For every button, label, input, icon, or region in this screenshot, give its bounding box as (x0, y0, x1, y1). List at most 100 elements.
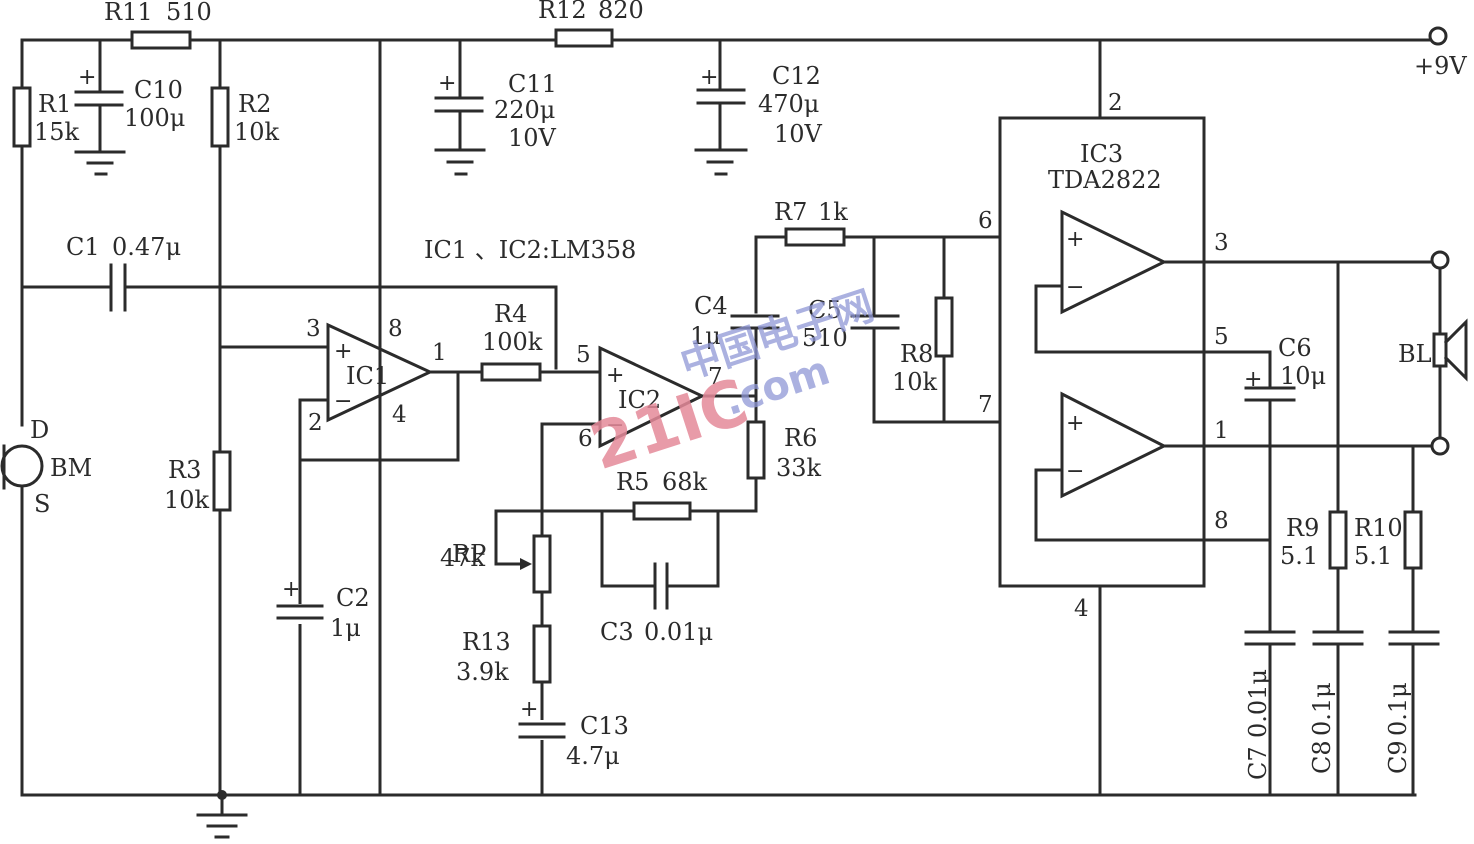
resistor-r9: R9 5.1 (1280, 260, 1348, 797)
resistor-r11: R11 510 (104, 0, 212, 50)
svg-text:+: + (438, 71, 456, 96)
svg-text:IC2: IC2 (618, 386, 661, 414)
resistor-r4: R4 100k (456, 300, 602, 382)
resistor-r13: R13 3.9k (456, 624, 552, 686)
svg-text:10k: 10k (892, 368, 938, 396)
capacitor-c1: C1 0.47μ (20, 233, 558, 370)
svg-text:R2: R2 (238, 90, 271, 118)
svg-text:1: 1 (432, 340, 447, 366)
capacitor-c5: C5 510 (802, 235, 1062, 424)
capacitor-c6: + C6 10μ (1244, 334, 1326, 797)
capacitor-c3: C3 0.01μ (600, 509, 720, 646)
svg-text:RP: RP (452, 540, 486, 568)
svg-text:R12: R12 (538, 0, 587, 24)
svg-text:820: 820 (598, 0, 644, 24)
resistor-r1: R1 15k (12, 38, 80, 427)
svg-text:470μ: 470μ (758, 90, 819, 118)
svg-text:+: + (334, 339, 352, 364)
svg-text:−: − (1066, 459, 1084, 484)
svg-text:47k: 47k (440, 544, 486, 572)
svg-text:1k: 1k (818, 198, 848, 226)
output-terminal-bottom (1430, 436, 1450, 456)
svg-text:6: 6 (578, 426, 593, 452)
svg-text:C1: C1 (66, 233, 100, 261)
svg-text:10μ: 10μ (1280, 362, 1326, 390)
svg-text:7: 7 (978, 392, 993, 418)
capacitor-c12: + C12 470μ 10V (694, 38, 823, 176)
svg-text:0.01μ: 0.01μ (1244, 669, 1272, 738)
svg-text:R8: R8 (900, 340, 933, 368)
svg-text:+: + (78, 65, 96, 90)
svg-text:+: + (606, 363, 624, 388)
svg-text:1: 1 (1214, 418, 1229, 444)
svg-text:7: 7 (708, 364, 723, 390)
svg-text:+: + (1066, 227, 1084, 252)
output-network (1162, 250, 1450, 456)
capacitor-c4: C4 1μ (690, 292, 780, 350)
supply-label: +9V (1414, 52, 1467, 80)
svg-text:3: 3 (306, 316, 321, 342)
svg-text:4: 4 (392, 402, 407, 428)
svg-text:510: 510 (802, 324, 848, 352)
supply-rail: +9V (20, 26, 1467, 80)
svg-text:C5: C5 (808, 296, 842, 324)
output-terminal-top (1430, 250, 1450, 270)
svg-text:4.7μ: 4.7μ (566, 742, 620, 770)
ground-rail (20, 790, 1417, 839)
svg-text:100μ: 100μ (124, 104, 185, 132)
svg-text:0.1μ: 0.1μ (1384, 682, 1412, 736)
svg-text:C4: C4 (694, 292, 728, 320)
svg-text:−: − (1066, 275, 1084, 300)
svg-text:C9: C9 (1384, 740, 1412, 774)
svg-text:R9: R9 (1286, 514, 1319, 542)
svg-text:S: S (34, 490, 50, 518)
microphone-bm: D BM S (0, 416, 92, 797)
svg-text:R4: R4 (494, 300, 527, 328)
svg-text:R5: R5 (616, 468, 649, 496)
svg-text:+: + (700, 65, 718, 90)
capacitor-c9: C9 0.1μ (1384, 630, 1440, 774)
svg-text:1μ: 1μ (330, 614, 361, 642)
svg-text:220μ: 220μ (494, 96, 555, 124)
svg-text:5.1: 5.1 (1354, 542, 1392, 570)
capacitor-c11: + C11 220μ 10V (434, 38, 557, 176)
capacitor-c7: C7 0.01μ (1244, 630, 1296, 780)
svg-text:3: 3 (1214, 230, 1229, 256)
svg-text:6: 6 (978, 208, 993, 234)
svg-text:+: + (282, 577, 300, 602)
svg-text:C11: C11 (508, 70, 557, 98)
ic3-tda2822: 2 IC3 TDA2822 + − + − 6 3 5 7 1 8 4 (978, 38, 1272, 797)
svg-text:+: + (1244, 367, 1262, 392)
svg-text:0.1μ: 0.1μ (1308, 682, 1336, 736)
svg-text:10V: 10V (774, 120, 823, 148)
svg-text:C13: C13 (580, 712, 629, 740)
svg-text:C7: C7 (1244, 746, 1272, 780)
svg-text:33k: 33k (776, 454, 822, 482)
svg-text:0.47μ: 0.47μ (112, 233, 181, 261)
svg-text:C6: C6 (1278, 334, 1312, 362)
resistor-r10: R10 5.1 (1354, 444, 1423, 797)
svg-text:510: 510 (166, 0, 212, 26)
resistor-r6: R6 33k (746, 235, 822, 513)
svg-text:0.01μ: 0.01μ (644, 618, 713, 646)
svg-text:R10: R10 (1354, 514, 1403, 542)
resistor-r7: R7 1k (754, 198, 1062, 247)
capacitor-c8: C8 0.1μ (1308, 630, 1364, 774)
capacitor-c13: + C13 4.7μ (518, 697, 629, 770)
svg-text:−: − (334, 389, 352, 414)
svg-text:+: + (520, 697, 538, 722)
svg-text:R7: R7 (774, 198, 807, 226)
svg-text:15k: 15k (34, 118, 80, 146)
resistor-r5: R5 68k (494, 468, 758, 521)
resistor-r8: R8 10k (892, 235, 954, 424)
potentiometer-rp: RP 47k (440, 509, 552, 594)
svg-text:1μ: 1μ (690, 322, 721, 350)
svg-text:R1: R1 (38, 90, 71, 118)
svg-text:10k: 10k (234, 118, 280, 146)
opamp-ic1: + − IC1 3 8 1 2 4 (218, 38, 460, 797)
svg-text:10V: 10V (508, 124, 557, 152)
svg-text:IC3: IC3 (1080, 140, 1123, 168)
svg-text:5: 5 (576, 342, 591, 368)
svg-text:BM: BM (50, 454, 92, 482)
